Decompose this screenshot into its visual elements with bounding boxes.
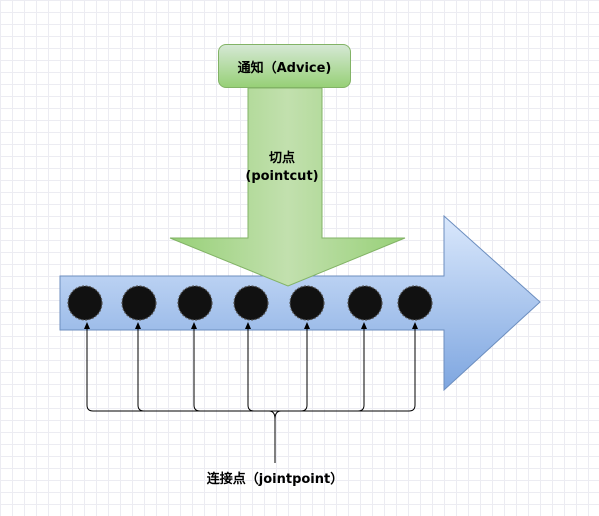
pointcut-label-line2: (pointcut) xyxy=(245,169,319,184)
joinpoint-circle xyxy=(121,285,157,321)
joinpoint-arrowheads xyxy=(84,322,418,329)
joinpoint-circle xyxy=(397,285,433,321)
joinpoint-circle xyxy=(233,285,269,321)
pointcut-label-line1: 切点 xyxy=(268,151,295,166)
advice-box[interactable]: 通知（Advice) xyxy=(218,44,351,88)
joinpoint-circle xyxy=(347,285,383,321)
joinpoint-bracket xyxy=(86,329,416,463)
joinpoint-circle xyxy=(289,285,325,321)
joinpoint-circle xyxy=(67,285,103,321)
advice-label: 通知（Advice) xyxy=(237,60,332,76)
pointcut-label: 切点 (pointcut) xyxy=(222,150,342,186)
joinpoint-circle xyxy=(177,285,213,321)
joinpoint-label: 连接点（jointpoint） xyxy=(206,472,344,487)
pointcut-arrow xyxy=(169,87,406,287)
joinpoints xyxy=(67,285,433,321)
